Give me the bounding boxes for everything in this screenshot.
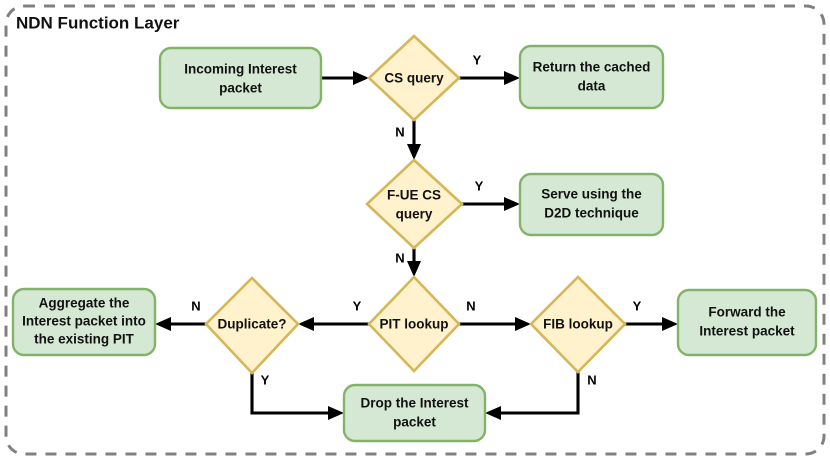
edge-label-cs-query-no: N — [395, 124, 404, 139]
panel-title: NDN Function Layer — [16, 13, 180, 32]
node-duplicate[interactable]: Duplicate? — [204, 276, 300, 375]
edges-layer: Y N Y N — [155, 52, 678, 420]
edge-pit-lookup-no-to-fib-lookup: N — [459, 298, 531, 331]
edge-duplicate-no-to-aggregate: N — [155, 298, 206, 331]
node-label-duplicate: Duplicate? — [217, 317, 286, 332]
edge-cs-query-yes-to-return-cached: Y — [459, 52, 520, 85]
edge-label-fib-lookup-yes: Y — [633, 298, 642, 313]
node-drop-interest-packet[interactable]: Drop the Interest packet — [342, 383, 487, 443]
edge-label-fue-cs-query-no: N — [395, 250, 404, 265]
edge-label-duplicate-no: N — [191, 298, 200, 313]
node-label-return-cached-line2: data — [578, 79, 606, 94]
node-label-aggregate-line1: Aggregate the — [39, 296, 130, 311]
edge-fib-lookup-no-to-drop: N — [485, 372, 597, 420]
edge-fue-cs-query-yes-to-serve-d2d: Y — [462, 178, 520, 211]
node-label-aggregate-line3: the existing PIT — [34, 332, 135, 347]
node-return-cached-data[interactable]: Return the cached data — [518, 44, 665, 110]
node-label-incoming-line1: Incoming Interest — [184, 62, 297, 77]
node-forward-interest-packet[interactable]: Forward the Interest packet — [676, 288, 818, 357]
edge-label-fib-lookup-no: N — [587, 372, 596, 387]
node-label-drop-line2: packet — [393, 415, 436, 430]
edge-label-cs-query-yes: Y — [473, 52, 482, 67]
node-label-forward-line1: Forward the — [708, 305, 786, 320]
node-label-fue-cs-query-line2: query — [396, 207, 433, 222]
node-cs-query[interactable]: CS query — [367, 34, 461, 122]
node-fib-lookup[interactable]: FIB lookup — [529, 275, 627, 374]
edge-label-pit-lookup-no: N — [466, 298, 475, 313]
node-label-cs-query: CS query — [384, 71, 444, 86]
edge-duplicate-yes-to-drop: Y — [250, 372, 344, 420]
edge-cs-query-no-to-fue-cs-query: N — [395, 120, 421, 160]
edge-label-duplicate-yes: Y — [261, 372, 270, 387]
node-label-aggregate-line2: Interest packet into — [22, 314, 146, 329]
edge-fue-cs-query-no-to-pit-lookup: N — [395, 248, 421, 277]
node-label-pit-lookup: PIT lookup — [380, 317, 449, 332]
nodes-layer: Incoming Interest packet CS query Return… — [11, 34, 818, 443]
node-label-return-cached-line1: Return the cached — [533, 60, 651, 75]
panel-border — [4, 4, 826, 456]
node-fue-cs-query[interactable]: F-UE CS query — [365, 158, 464, 250]
edge-label-fue-cs-query-yes: Y — [475, 178, 484, 193]
node-aggregate-interest-packet[interactable]: Aggregate the Interest packet into the e… — [11, 287, 157, 357]
node-label-drop-line1: Drop the Interest — [360, 396, 469, 411]
node-serve-d2d[interactable]: Serve using the D2D technique — [518, 172, 665, 237]
edge-pit-lookup-yes-to-duplicate: Y — [298, 298, 369, 331]
node-label-fue-cs-query-line1: F-UE CS — [387, 188, 441, 203]
node-label-serve-d2d-line2: D2D technique — [544, 206, 639, 221]
edge-label-pit-lookup-yes: Y — [353, 298, 362, 313]
node-label-forward-line2: Interest packet — [699, 324, 795, 339]
node-label-serve-d2d-line1: Serve using the — [541, 187, 642, 202]
edge-incoming-to-cs-query — [321, 71, 369, 85]
node-label-fib-lookup: FIB lookup — [543, 317, 613, 332]
node-label-incoming-line2: packet — [219, 81, 262, 96]
node-incoming-interest-packet[interactable]: Incoming Interest packet — [158, 46, 323, 110]
edge-fib-lookup-yes-to-forward: Y — [625, 298, 678, 331]
node-pit-lookup[interactable]: PIT lookup — [367, 275, 461, 373]
